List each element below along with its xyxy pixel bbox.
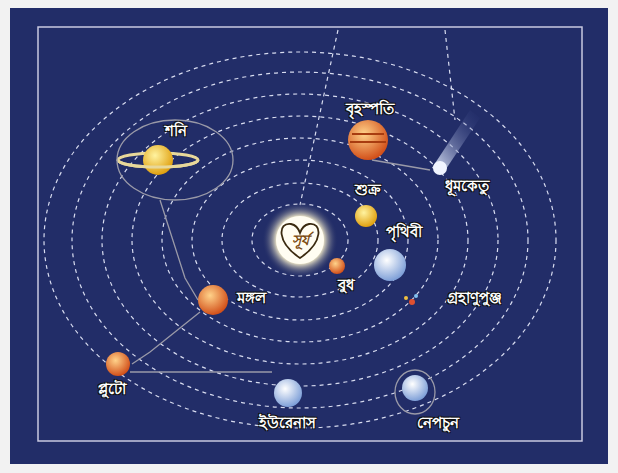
planet-label: গ্রহাণুপুঞ্জ bbox=[447, 289, 502, 307]
planet-label: ইউরেনাস bbox=[259, 414, 316, 432]
planet-label: ধূমকেতু bbox=[445, 177, 489, 195]
planet-label: মঙ্গল bbox=[237, 289, 266, 307]
planet-label: পৃথিবী bbox=[386, 223, 422, 241]
planet-label: প্লুটো bbox=[98, 380, 126, 398]
planet-label: শুক্র bbox=[355, 181, 381, 199]
planet-label: শনি bbox=[165, 122, 187, 140]
planet-label: নেপচুন bbox=[417, 414, 459, 432]
planet-label: বৃহস্পতি bbox=[346, 100, 394, 118]
planet-label: বুধ bbox=[338, 276, 354, 294]
sun-label: সূর্য bbox=[292, 232, 309, 249]
